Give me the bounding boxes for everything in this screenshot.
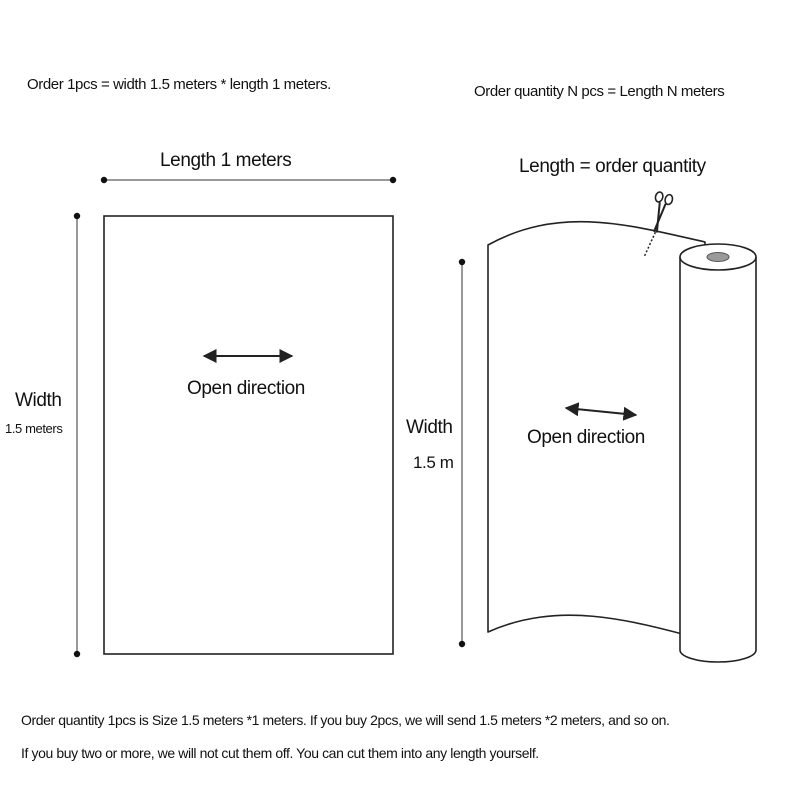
sheet-outline xyxy=(104,216,393,654)
sheet-length-label: Length 1 meters xyxy=(160,150,291,172)
dimension-dot xyxy=(101,177,107,183)
dimension-dot xyxy=(459,259,465,265)
dimension-dot xyxy=(74,651,80,657)
footer-note-2: If you buy two or more, we will not cut … xyxy=(21,745,539,761)
sheet-width-label: Width xyxy=(15,390,62,412)
roll-length-label: Length = order quantity xyxy=(519,156,706,178)
order-quantity-note: Order quantity N pcs = Length N meters xyxy=(474,83,724,100)
roll-width-label: Width xyxy=(406,417,453,439)
sheet-open-direction-label: Open direction xyxy=(187,378,305,400)
dimension-dot xyxy=(74,213,80,219)
dimension-dot xyxy=(390,177,396,183)
flat-sheet xyxy=(74,177,396,657)
dimension-dot xyxy=(459,641,465,647)
roll-cylinder xyxy=(680,257,756,662)
order-formula-note: Order 1pcs = width 1.5 meters * length 1… xyxy=(27,76,331,93)
sheet-width-value: 1.5 meters xyxy=(5,421,62,436)
roll-width-value: 1.5 m xyxy=(413,453,454,473)
roll-open-direction-label: Open direction xyxy=(527,427,645,449)
footer-note-1: Order quantity 1pcs is Size 1.5 meters *… xyxy=(21,712,670,728)
roll-core xyxy=(707,253,729,262)
